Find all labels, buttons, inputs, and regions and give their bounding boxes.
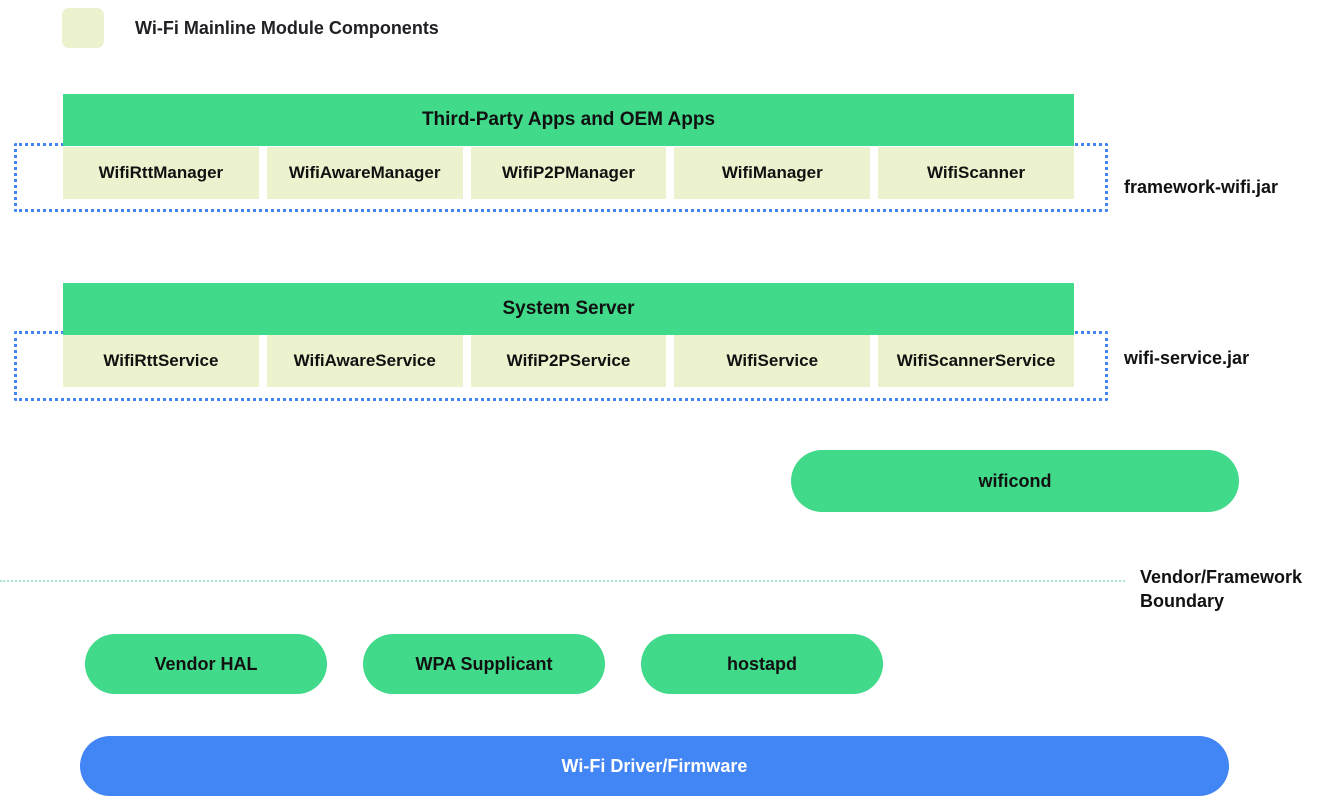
cell-wifi-aware-manager[interactable]: WifiAwareManager bbox=[266, 147, 463, 199]
third-party-apps-band-title: Third-Party Apps and OEM Apps bbox=[421, 109, 716, 130]
wpa-supplicant-box[interactable]: WPA Supplicant bbox=[363, 634, 605, 694]
system-server-service-row: WifiRttService WifiAwareService WifiP2PS… bbox=[63, 335, 1074, 387]
cell-label: WifiP2PManager bbox=[501, 163, 636, 182]
third-party-apps-band: Third-Party Apps and OEM Apps bbox=[63, 94, 1074, 146]
cell-wifi-scanner[interactable]: WifiScanner bbox=[878, 147, 1074, 199]
vendor-framework-boundary-label: Vendor/Framework Boundary bbox=[1140, 567, 1303, 612]
wifi-driver-firmware-label: Wi-Fi Driver/Firmware bbox=[561, 755, 748, 776]
wifi-service-jar-label: wifi-service.jar bbox=[1124, 348, 1250, 368]
vendor-hal-box[interactable]: Vendor HAL bbox=[85, 634, 327, 694]
cell-label: WifiManager bbox=[721, 163, 823, 182]
cell-wifi-rtt-manager[interactable]: WifiRttManager bbox=[63, 147, 259, 199]
cell-wifi-p2p-manager[interactable]: WifiP2PManager bbox=[470, 147, 667, 199]
wificond-label: wificond bbox=[978, 470, 1052, 491]
cell-label: WifiScanner bbox=[927, 163, 1026, 182]
vendor-hal-label: Vendor HAL bbox=[154, 653, 258, 674]
cell-label: WifiAwareService bbox=[293, 351, 436, 370]
hostapd-box[interactable]: hostapd bbox=[641, 634, 883, 694]
framework-wifi-jar-label: framework-wifi.jar bbox=[1124, 177, 1279, 197]
cell-label: WifiP2PService bbox=[506, 351, 631, 370]
cell-wifi-manager[interactable]: WifiManager bbox=[674, 147, 871, 199]
cell-label: WifiService bbox=[726, 351, 819, 370]
cell-wifi-scanner-service[interactable]: WifiScannerService bbox=[878, 335, 1074, 387]
cell-label: WifiAwareManager bbox=[288, 163, 441, 182]
legend-swatch-icon bbox=[62, 8, 104, 48]
wifi-driver-firmware-box[interactable]: Wi-Fi Driver/Firmware bbox=[80, 736, 1229, 796]
cell-wifi-p2p-service[interactable]: WifiP2PService bbox=[470, 335, 667, 387]
wificond-box[interactable]: wificond bbox=[791, 450, 1239, 512]
system-server-band: System Server bbox=[63, 283, 1074, 335]
framework-manager-row: WifiRttManager WifiAwareManager WifiP2PM… bbox=[63, 147, 1074, 199]
system-server-band-title: System Server bbox=[502, 298, 635, 319]
cell-label: WifiRttService bbox=[103, 351, 219, 370]
cell-wifi-rtt-service[interactable]: WifiRttService bbox=[63, 335, 259, 387]
cell-label: WifiRttManager bbox=[98, 163, 224, 182]
cell-wifi-service[interactable]: WifiService bbox=[674, 335, 871, 387]
legend: Wi-Fi Mainline Module Components bbox=[62, 8, 439, 48]
vendor-framework-boundary-line bbox=[0, 580, 1125, 582]
wpa-supplicant-label: WPA Supplicant bbox=[415, 653, 553, 674]
hostapd-label: hostapd bbox=[727, 653, 797, 674]
legend-label: Wi-Fi Mainline Module Components bbox=[135, 17, 439, 38]
cell-label: WifiScannerService bbox=[896, 351, 1056, 370]
cell-wifi-aware-service[interactable]: WifiAwareService bbox=[266, 335, 463, 387]
